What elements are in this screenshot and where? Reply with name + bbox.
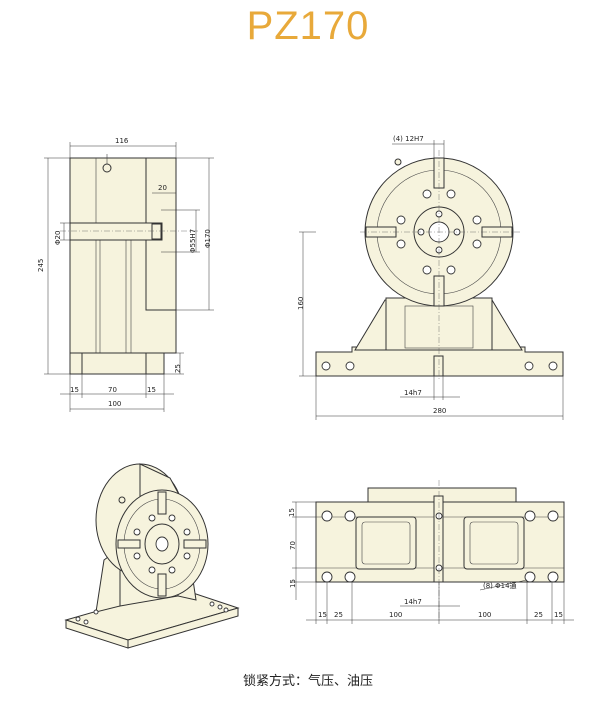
dim-70: 70 — [108, 386, 117, 394]
side-view-bore — [69, 222, 163, 241]
front-view-holes — [396, 189, 482, 275]
dim-25: 25 — [174, 364, 182, 373]
dim-row-3: 100 — [478, 611, 491, 619]
front-view: (4) 12H7 160 14h7 280 — [297, 135, 564, 420]
dim-20: 20 — [158, 184, 167, 192]
dim-holes: (8) Φ14通 — [483, 581, 517, 590]
dim-15-top: 15 — [288, 508, 296, 517]
dim-row-2: 100 — [389, 611, 402, 619]
dim-row-5: 15 — [554, 611, 563, 619]
isometric-view — [64, 463, 240, 649]
dim-15-bottom: 15 — [289, 579, 297, 588]
dim-14h7-front: 14h7 — [404, 389, 422, 397]
dim-12h7: (4) 12H7 — [393, 135, 424, 143]
dim-116: 116 — [115, 137, 129, 145]
dim-14h7-top: 14h7 — [404, 598, 422, 606]
dim-15-left: 15 — [70, 386, 79, 394]
dim-100: 100 — [108, 400, 121, 408]
dim-phi170: Φ170 — [204, 229, 212, 248]
dim-280: 280 — [433, 407, 446, 415]
dim-row-0: 15 — [318, 611, 327, 619]
dim-70-top: 70 — [289, 541, 297, 550]
dim-245: 245 — [37, 259, 45, 272]
side-view: 116 245 20 Φ20 Φ55H7 Φ170 25 15 — [37, 137, 214, 412]
grease-nipple — [102, 163, 112, 173]
dim-phi55: Φ55H7 — [189, 229, 197, 253]
locking-method-caption: 锁紧方式：气压、油压 — [242, 674, 373, 689]
page-title: PZ170 — [246, 4, 370, 48]
dim-phi20: Φ20 — [54, 231, 62, 245]
dim-160: 160 — [297, 297, 305, 310]
dim-15-right: 15 — [147, 386, 156, 394]
dim-row-4: 25 — [534, 611, 543, 619]
top-view: 15 70 15 14h7 (8) Φ14通 15 25 100 100 25 … — [288, 480, 574, 624]
dim-row-1: 25 — [334, 611, 343, 619]
